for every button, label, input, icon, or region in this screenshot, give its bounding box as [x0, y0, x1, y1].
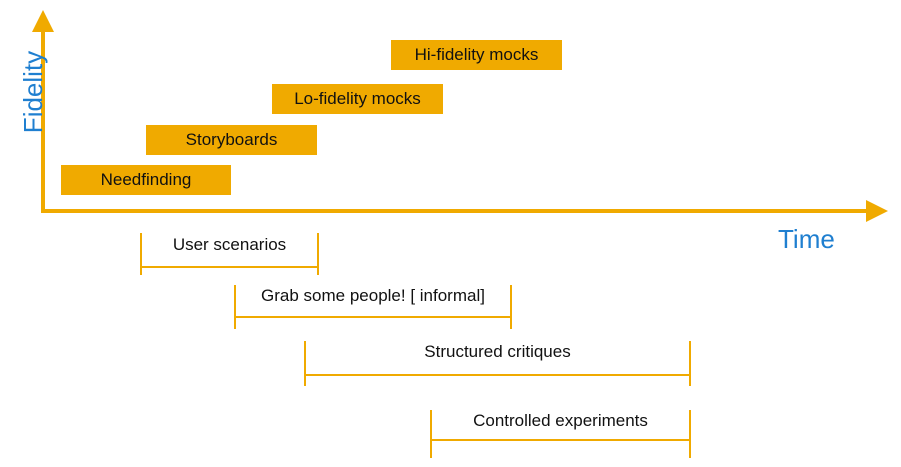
fidelity-axis-arrowhead	[32, 10, 54, 32]
stage-hi-fidelity-mocks-label: Hi-fidelity mocks	[414, 45, 539, 64]
span-grab-some-people: Grab some people! [ informal]	[234, 285, 512, 329]
stage-needfinding: Needfinding	[61, 165, 231, 195]
stage-lo-fidelity-mocks: Lo-fidelity mocks	[272, 84, 443, 114]
span-user-scenarios-label: User scenarios	[172, 235, 287, 254]
span-structured-critiques-label: Structured critiques	[424, 342, 571, 361]
span-grab-some-people-rail	[236, 316, 510, 318]
fidelity-axis	[41, 30, 45, 212]
stage-lo-fidelity-mocks-label: Lo-fidelity mocks	[294, 89, 421, 108]
span-user-scenarios-rail	[142, 266, 317, 268]
span-user-scenarios: User scenarios	[140, 233, 319, 275]
span-structured-critiques: Structured critiques	[304, 341, 691, 386]
stage-storyboards: Storyboards	[146, 125, 317, 155]
stage-needfinding-label: Needfinding	[100, 170, 192, 189]
span-grab-some-people-label: Grab some people! [ informal]	[261, 286, 485, 305]
fidelity-axis-label: Fidelity	[18, 50, 48, 134]
span-structured-critiques-rail	[306, 374, 689, 376]
span-controlled-experiments-rail	[432, 439, 689, 441]
stage-storyboards-label: Storyboards	[185, 130, 278, 149]
stage-hi-fidelity-mocks: Hi-fidelity mocks	[391, 40, 562, 70]
span-controlled-experiments-label: Controlled experiments	[473, 411, 648, 430]
time-axis	[41, 209, 871, 213]
span-controlled-experiments: Controlled experiments	[430, 410, 691, 458]
time-axis-arrowhead	[866, 200, 888, 222]
time-axis-label: Time	[778, 224, 835, 254]
